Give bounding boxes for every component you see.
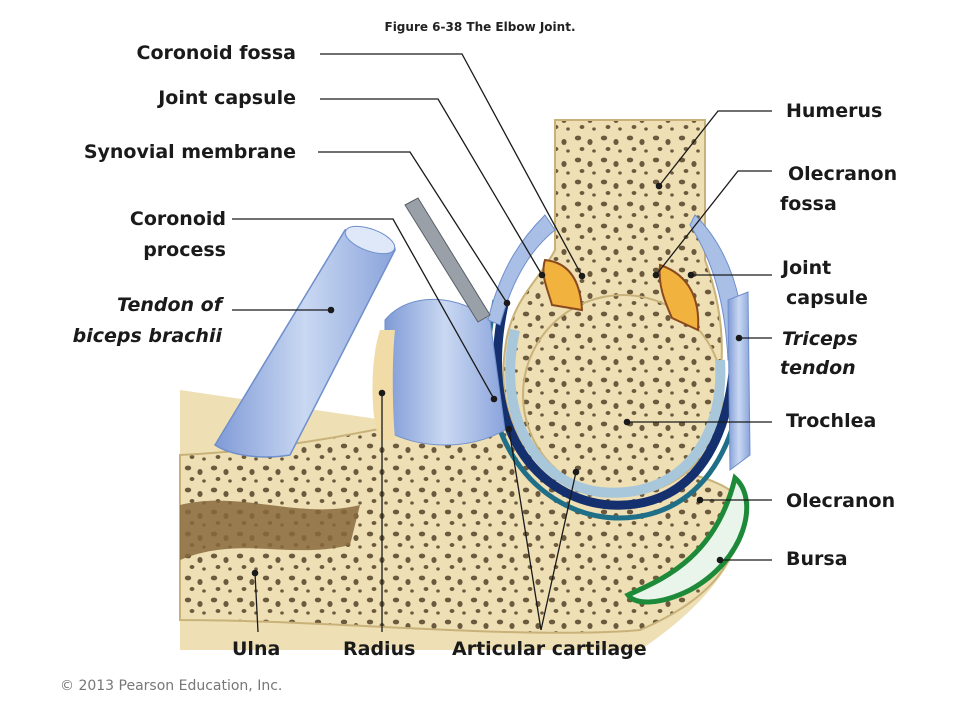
leader-synovial-membrane bbox=[318, 151, 508, 304]
leader-joint-capsule-left-dot bbox=[538, 271, 546, 279]
leader-olecranon-fossa-dot bbox=[652, 271, 660, 279]
leader-trochlea-dot bbox=[623, 418, 631, 426]
label-olecranon-fossa-line2: fossa bbox=[780, 193, 837, 215]
label-humerus: Humerus bbox=[786, 100, 883, 122]
leader-cartilage-a-dot bbox=[505, 425, 513, 433]
label-joint-capsule-right-line2: capsule bbox=[786, 287, 868, 309]
figure-caption: Figure 6-38 The Elbow Joint. bbox=[384, 20, 576, 34]
leader-bursa-dot bbox=[716, 556, 724, 564]
leader-coronoid-process-dot bbox=[490, 395, 498, 403]
leader-humerus bbox=[658, 110, 772, 187]
biceps-tendon-cut bbox=[344, 225, 396, 255]
label-coronoid-process-line1: Coronoid bbox=[129, 208, 226, 230]
leader-synovial-membrane-dot bbox=[503, 299, 511, 307]
leader-cartilage-b-dot bbox=[572, 468, 580, 476]
radius-head bbox=[384, 298, 506, 446]
label-coronoid-fossa: Coronoid fossa bbox=[136, 42, 297, 64]
label-bursa: Bursa bbox=[786, 548, 848, 570]
leader-triceps-tendon-dot bbox=[735, 334, 743, 342]
ulna-marrow bbox=[180, 500, 360, 560]
leader-cartilage-b bbox=[540, 471, 577, 631]
label-triceps-tendon-line2: tendon bbox=[780, 357, 856, 379]
leader-humerus-dot bbox=[655, 182, 663, 190]
label-olecranon: Olecranon bbox=[786, 490, 896, 512]
copyright-notice: © 2013 Pearson Education, Inc. bbox=[60, 678, 283, 694]
label-articular-cartilage: Articular cartilage bbox=[452, 638, 647, 660]
label-synovial-membrane: Synovial membrane bbox=[83, 141, 296, 163]
label-triceps-tendon-line1: Triceps bbox=[782, 328, 858, 350]
label-tendon-biceps-line1: Tendon of bbox=[116, 294, 222, 316]
label-coronoid-process-line2: process bbox=[143, 239, 226, 261]
label-olecranon-fossa-line1: Olecranon bbox=[788, 163, 898, 185]
olecranon-fat-pad bbox=[658, 263, 700, 332]
radius-shaft-shadow bbox=[372, 330, 395, 440]
leader-olecranon-dot bbox=[696, 496, 704, 504]
articular-cartilage-ring bbox=[505, 328, 726, 498]
leader-ulna-dot bbox=[251, 569, 259, 577]
triceps-tendon-shape bbox=[727, 291, 751, 471]
leader-coronoid-fossa-dot bbox=[578, 272, 586, 280]
leader-ulna bbox=[254, 572, 259, 633]
olecranon-bursa bbox=[624, 473, 750, 605]
leader-olecranon-fossa bbox=[655, 170, 772, 276]
leader-radius-dot bbox=[378, 389, 386, 397]
label-joint-capsule-right-line1: Joint bbox=[782, 257, 832, 279]
synovial-dark-ring bbox=[493, 298, 740, 510]
label-joint-capsule-left: Joint capsule bbox=[158, 87, 296, 109]
probe-instrument bbox=[404, 197, 491, 323]
leader-coronoid-fossa bbox=[320, 53, 583, 277]
label-tendon-biceps-line2: biceps brachii bbox=[72, 325, 222, 347]
leader-joint-capsule-right-dot bbox=[687, 271, 695, 279]
leader-coronoid-process bbox=[232, 218, 495, 400]
anterior-joint-capsule bbox=[487, 214, 556, 326]
leader-cartilage-a bbox=[508, 428, 542, 631]
label-radius: Radius bbox=[343, 638, 416, 660]
label-ulna: Ulna bbox=[232, 638, 281, 660]
label-trochlea: Trochlea bbox=[786, 410, 877, 432]
leader-tendon-biceps-dot bbox=[327, 306, 335, 314]
leader-joint-capsule-left bbox=[320, 98, 543, 276]
